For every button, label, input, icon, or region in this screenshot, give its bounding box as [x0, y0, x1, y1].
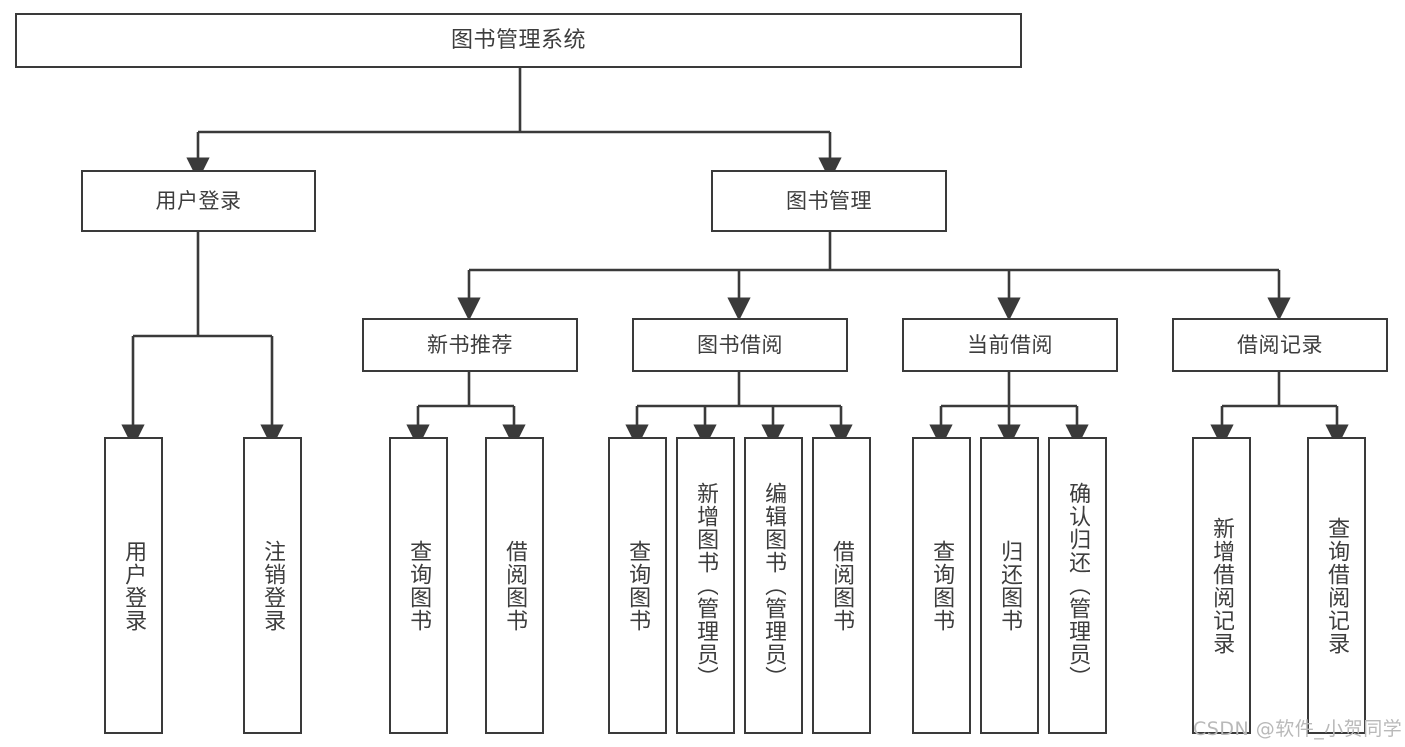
node-label: 用户登录 [155, 188, 242, 213]
node-label: 用户登录 [121, 539, 147, 632]
node-label: 确认归还（管理员） [1065, 482, 1091, 689]
leaf-current-borrow-query[interactable]: 查询图书 [912, 437, 971, 734]
node-label: 查询图书 [929, 539, 955, 632]
node-label: 查询借阅记录 [1324, 516, 1350, 655]
node-label: 图书借阅 [697, 332, 783, 357]
leaf-book-borrow-query[interactable]: 查询图书 [608, 437, 667, 734]
leaf-new-book-query[interactable]: 查询图书 [389, 437, 448, 734]
leaf-borrow-record-add[interactable]: 新增借阅记录 [1192, 437, 1251, 734]
leaf-borrow-record-query[interactable]: 查询借阅记录 [1307, 437, 1366, 734]
node-label: 查询图书 [406, 539, 432, 632]
leaf-book-borrow-add[interactable]: 新增图书（管理员） [676, 437, 735, 734]
leaf-new-book-borrow[interactable]: 借阅图书 [485, 437, 544, 734]
node-label: 图书管理系统 [450, 27, 586, 53]
node-label: 编辑图书（管理员） [761, 482, 787, 689]
node-label: 新增借阅记录 [1209, 516, 1235, 655]
node-label: 图书管理 [786, 188, 872, 213]
node-label: 归还图书 [997, 539, 1023, 632]
node-borrow-record[interactable]: 借阅记录 [1172, 318, 1388, 372]
node-book-borrow[interactable]: 图书借阅 [632, 318, 848, 372]
node-label: 查询图书 [625, 539, 651, 632]
node-label: 借阅图书 [502, 539, 528, 632]
leaf-user-login-signin[interactable]: 用户登录 [104, 437, 163, 734]
node-label: 借阅图书 [829, 539, 855, 632]
leaf-book-borrow-borrow[interactable]: 借阅图书 [812, 437, 871, 734]
node-root-system[interactable]: 图书管理系统 [15, 13, 1022, 68]
leaf-current-borrow-return[interactable]: 归还图书 [980, 437, 1039, 734]
node-user-login[interactable]: 用户登录 [81, 170, 316, 232]
leaf-current-borrow-confirm-return[interactable]: 确认归还（管理员） [1048, 437, 1107, 734]
node-current-borrow[interactable]: 当前借阅 [902, 318, 1118, 372]
csdn-watermark: CSDN @软件_小贺同学 [1193, 718, 1403, 740]
node-label: 注销登录 [260, 539, 286, 632]
leaf-book-borrow-edit[interactable]: 编辑图书（管理员） [744, 437, 803, 734]
leaf-user-login-logout[interactable]: 注销登录 [243, 437, 302, 734]
node-label: 借阅记录 [1237, 332, 1323, 357]
node-label: 新书推荐 [427, 332, 513, 357]
node-label: 当前借阅 [967, 332, 1053, 357]
node-book-management[interactable]: 图书管理 [711, 170, 947, 232]
node-label: 新增图书（管理员） [693, 482, 719, 689]
node-new-book-recommend[interactable]: 新书推荐 [362, 318, 578, 372]
